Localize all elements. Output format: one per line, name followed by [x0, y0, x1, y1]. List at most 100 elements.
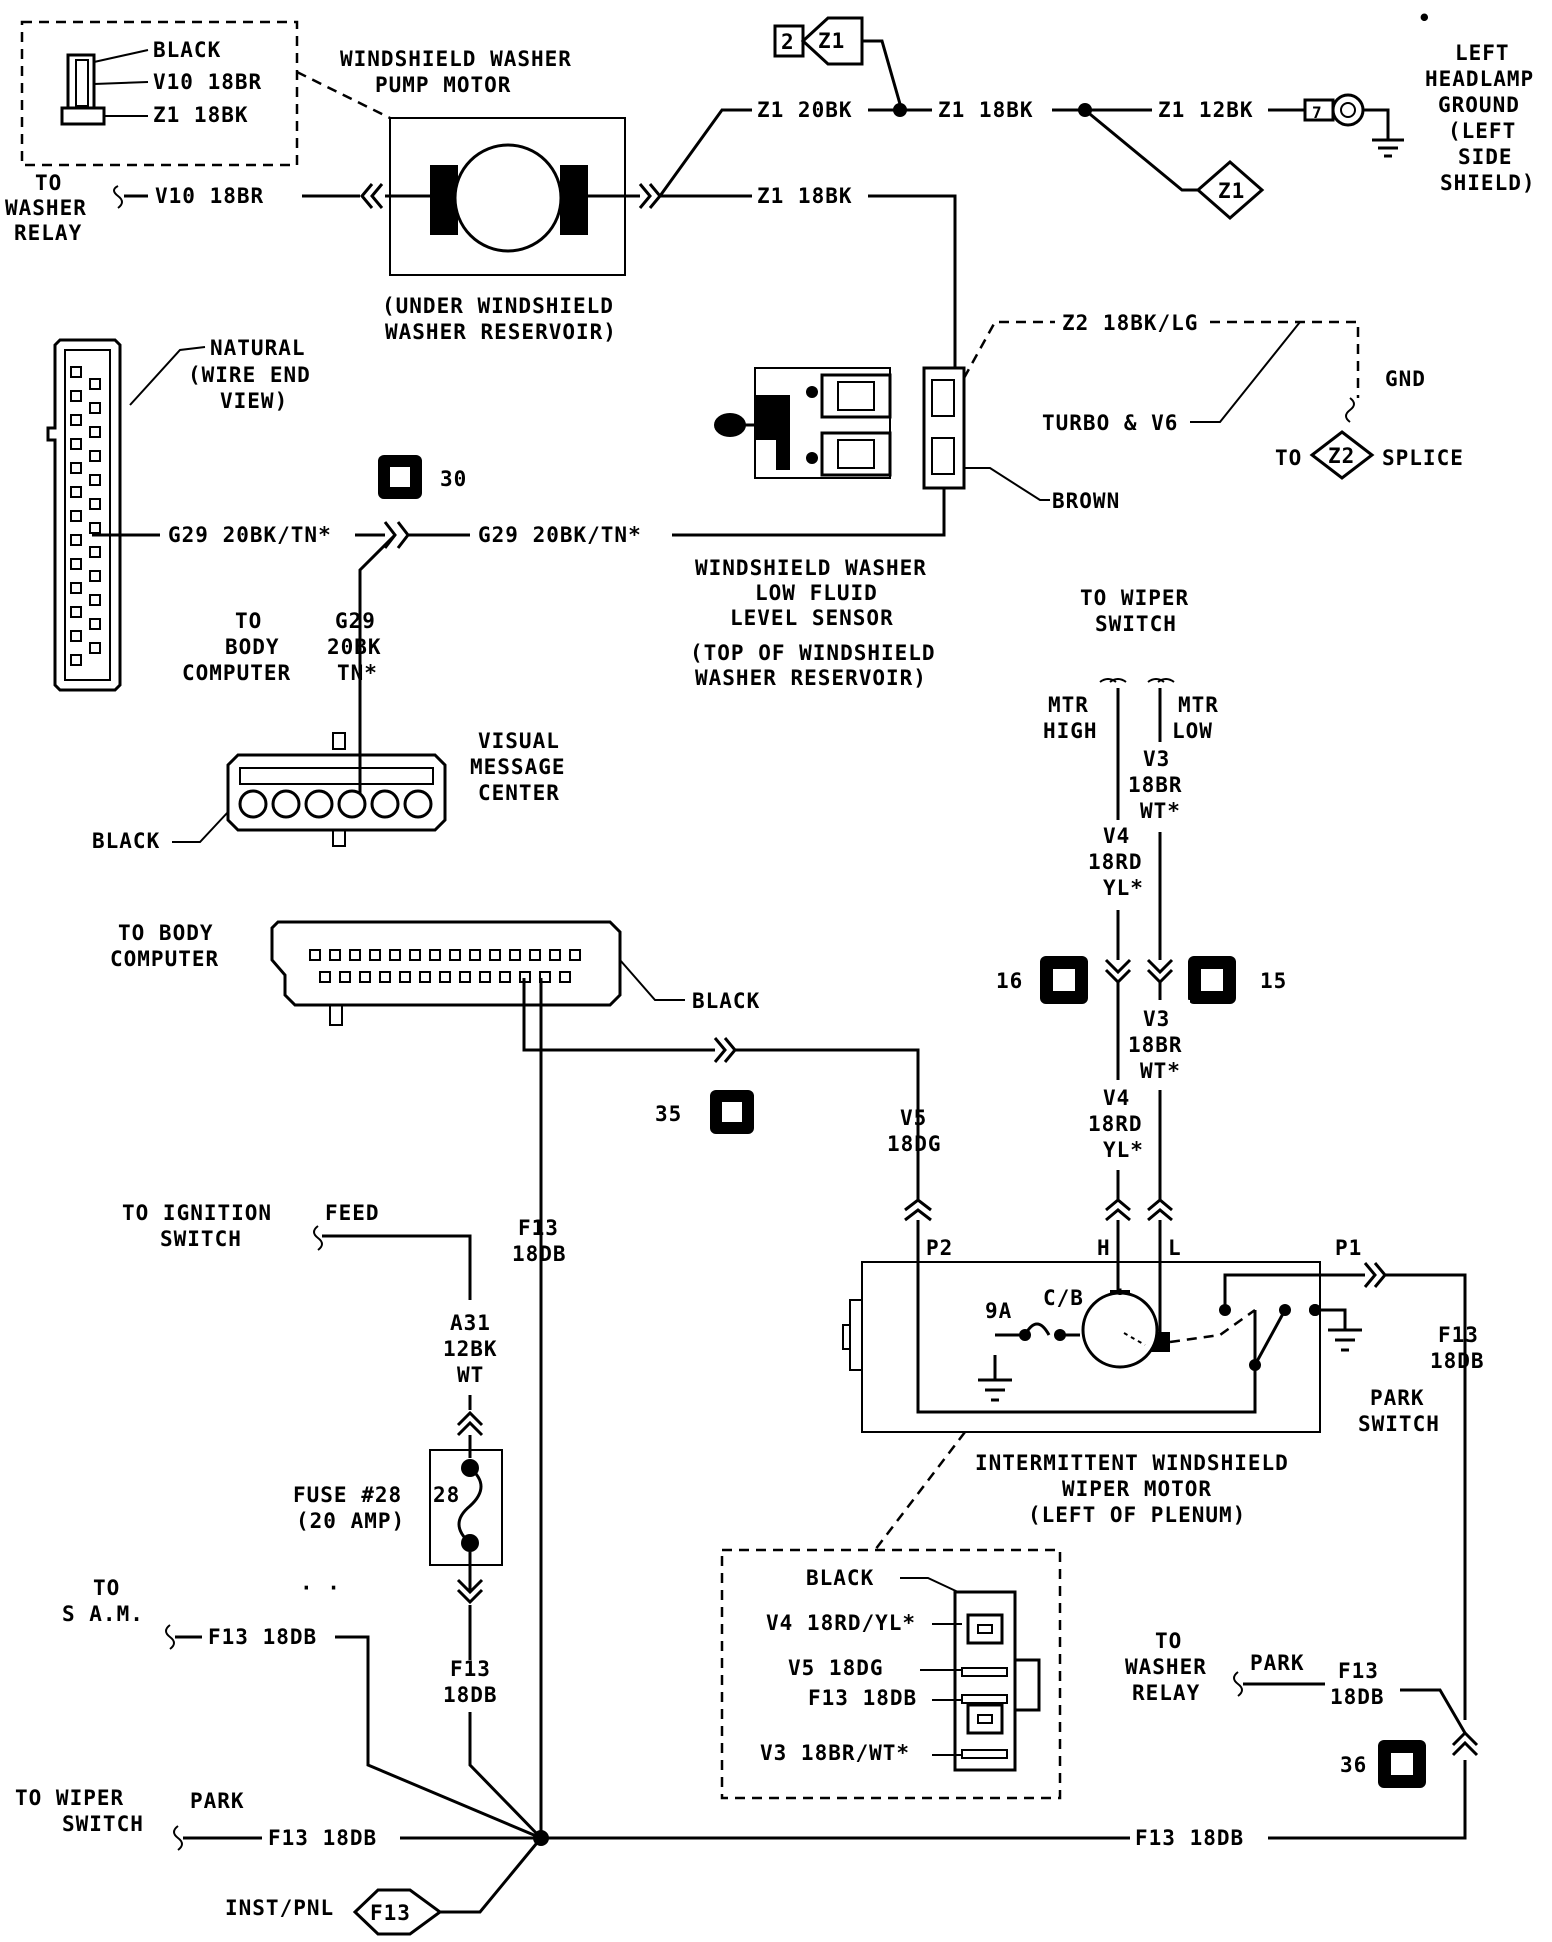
circuit-breaker-label: C/B — [1043, 1286, 1084, 1310]
z1-18bk-right-label: Z1 18BK — [938, 98, 1034, 122]
low-fluid-sensor: Z2 18BK/LG GND TURBO & V6 TO Z2 SPLICE B… — [672, 311, 1464, 690]
body-computer-black-label: BLACK — [692, 989, 760, 1013]
vmc-label-3: CENTER — [478, 781, 560, 805]
v5-label-1: V5 — [900, 1106, 927, 1130]
inst-panel-label: INST/PNL — [225, 1896, 334, 1920]
mtr-low-2: LOW — [1172, 719, 1213, 743]
to-washer-relay-3: RELAY — [14, 221, 82, 245]
v3-top-1: V3 — [1143, 747, 1170, 771]
wiper-motor-title-1: INTERMITTENT WINDSHIELD — [975, 1451, 1289, 1475]
splice-text: SPLICE — [1382, 446, 1464, 470]
v3-mid-3: WT* — [1140, 1059, 1181, 1083]
connector-pin — [359, 971, 371, 983]
corner-dot: • — [1418, 6, 1432, 30]
motor-h-label: H — [1097, 1236, 1111, 1260]
p1-f13-label-2: 18DB — [1430, 1349, 1485, 1373]
f13-vertical-1: F13 — [518, 1216, 559, 1240]
connector-pin — [529, 949, 541, 961]
pump-location-2: WASHER RESERVOIR) — [385, 320, 617, 344]
headlamp-label-1: LEFT — [1455, 41, 1510, 65]
v3-mid-2: 18BR — [1128, 1033, 1183, 1057]
connector-pin — [389, 949, 401, 961]
connector-pin — [349, 949, 361, 961]
connector-pin — [70, 510, 82, 522]
fuse-out-f13-1: F13 — [450, 1657, 491, 1681]
mc-v3-label: V3 18BR/WT* — [760, 1741, 910, 1765]
v4-mid-1: V4 — [1103, 1086, 1130, 1110]
fuse-number-label: 28 — [433, 1483, 460, 1507]
body-computer-label-1: TO BODY — [118, 921, 214, 945]
wiper-motor-title-2: WIPER MOTOR — [1062, 1477, 1212, 1501]
connector-pin — [559, 971, 571, 983]
pump-title-1: WINDSHIELD WASHER — [340, 47, 572, 71]
detail-z1-label: Z1 18BK — [153, 103, 249, 127]
to-wiper-switch-1: TO WIPER — [1080, 586, 1189, 610]
headlamp-ground: Z1 18BK Z1 12BK 7 Z1 LEFT HEADLAMP GROUN… — [938, 41, 1536, 220]
z2-splice-label: Z2 — [1328, 444, 1355, 468]
top-splice-number: 2 — [781, 30, 795, 54]
wiper-switch-feeds: TO WIPER SWITCH MTR HIGH MTR LOW V3 18BR… — [996, 586, 1286, 1310]
v4-top-2: 18RD — [1088, 850, 1143, 874]
washer-relay-f13-2: 18DB — [1330, 1685, 1385, 1709]
to-wiper-switch-2: SWITCH — [1095, 612, 1177, 636]
v4-mid-3: YL* — [1103, 1138, 1144, 1162]
connector-pin — [89, 402, 101, 414]
pump-title-2: PUMP MOTOR — [375, 73, 511, 97]
connector-pin — [89, 474, 101, 486]
connector-pin — [319, 971, 331, 983]
fuse-label-2: (20 AMP) — [296, 1509, 405, 1533]
connector-pin — [89, 378, 101, 390]
z1-20bk-label: Z1 20BK — [757, 98, 853, 122]
connector-pin — [238, 789, 268, 819]
badge-35: 35 — [655, 1102, 682, 1126]
headlamp-label-6: SHIELD) — [1440, 171, 1536, 195]
g29-wiring: G29 20BK/TN* G29 20BK/TN* 30 TO BODY COM… — [92, 455, 641, 800]
connector-pin — [379, 971, 391, 983]
wiper-motor-title-3: (LEFT OF PLENUM) — [1028, 1503, 1246, 1527]
park-switch-label-2: SWITCH — [1358, 1412, 1440, 1436]
natural-label-1: NATURAL — [210, 336, 306, 360]
connector-pin — [539, 971, 551, 983]
p1-f13-label-1: F13 — [1438, 1323, 1479, 1347]
g29-left-label: G29 20BK/TN* — [168, 523, 332, 547]
mc-v4-label: V4 18RD/YL* — [766, 1611, 916, 1635]
natural-connector: NATURAL (WIRE END VIEW) — [46, 336, 311, 692]
connector-pin — [271, 789, 301, 819]
connector-pin — [70, 534, 82, 546]
mtr-high-2: HIGH — [1043, 719, 1098, 743]
visual-message-center: VISUAL MESSAGE CENTER BLACK — [92, 729, 566, 853]
a31-label-1: A31 — [450, 1311, 491, 1335]
z1-12bk-label: Z1 12BK — [1158, 98, 1254, 122]
park-switch-label-1: PARK — [1370, 1386, 1425, 1410]
sam-wire-label: F13 18DB — [208, 1625, 317, 1649]
connector-pin — [369, 949, 381, 961]
connector-pin — [89, 618, 101, 630]
v4-mid-2: 18RD — [1088, 1112, 1143, 1136]
to-body-computer-1: TO — [235, 609, 262, 633]
to-z2-splice-to: TO — [1275, 446, 1302, 470]
mtr-high-1: MTR — [1048, 693, 1089, 717]
connector-pin — [70, 486, 82, 498]
v3-mid-1: V3 — [1143, 1007, 1170, 1031]
connector-pin — [439, 971, 451, 983]
connector-pin — [419, 971, 431, 983]
connector-pin — [479, 971, 491, 983]
connector-pin — [70, 390, 82, 402]
connector-pin — [489, 949, 501, 961]
badge-16: 16 — [996, 969, 1023, 993]
dots: · · — [300, 1576, 341, 1600]
headlamp-label-4: (LEFT — [1448, 119, 1516, 143]
pump-connector-detail: BLACK V10 18BR Z1 18BK — [20, 20, 391, 167]
v3-top-3: WT* — [1140, 799, 1181, 823]
headlamp-label-2: HEADLAMP — [1425, 67, 1534, 91]
vmc-label-2: MESSAGE — [470, 755, 566, 779]
connector-pin — [70, 438, 82, 450]
brown-label: BROWN — [1052, 489, 1120, 513]
connector-pin — [89, 546, 101, 558]
motor-connector-detail: BLACK V4 18RD/YL* V5 18DG F13 18DB V3 18… — [720, 1548, 1062, 1800]
connector-pin — [89, 570, 101, 582]
body-computer-connector: TO BODY COMPUTER BLACK — [110, 920, 760, 1026]
natural-label-2: (WIRE END — [188, 363, 311, 387]
to-body-computer-3: COMPUTER — [182, 661, 291, 685]
